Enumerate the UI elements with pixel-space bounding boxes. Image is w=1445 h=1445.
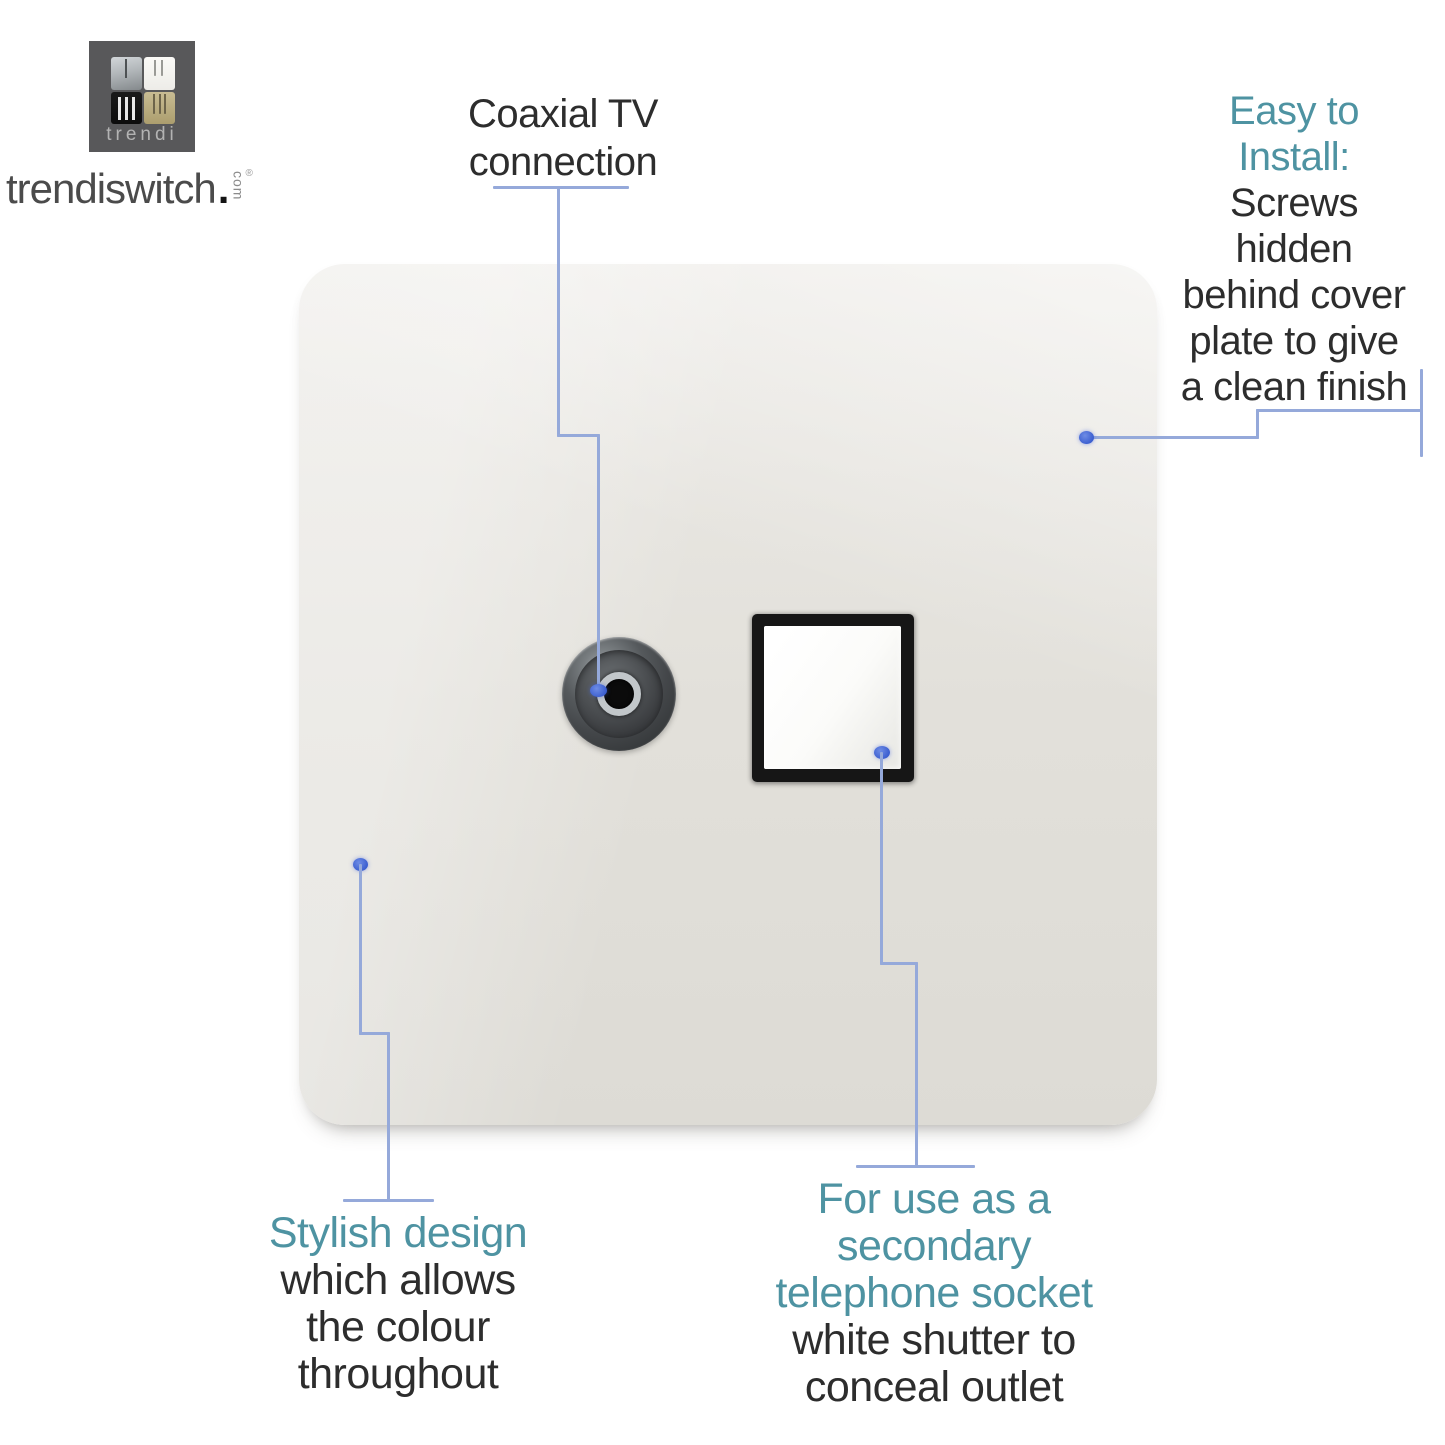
connector-segment bbox=[557, 434, 600, 437]
connector-segment bbox=[1256, 409, 1423, 412]
wordmark-period: . bbox=[217, 165, 230, 212]
logo-switch-gold-icon bbox=[144, 91, 175, 124]
callout-install-body: hidden bbox=[1235, 227, 1353, 271]
wordmark-suffix: com ® bbox=[230, 168, 253, 201]
connector-segment bbox=[359, 1032, 390, 1035]
callout-install-heading: Easy to bbox=[1229, 89, 1359, 133]
connector-segment bbox=[880, 752, 883, 965]
logo-label: trendi bbox=[106, 124, 178, 145]
callout-install: Easy to Install: Screws hidden behind co… bbox=[1158, 88, 1430, 410]
connector-segment bbox=[343, 1199, 434, 1202]
callout-install-body: behind cover bbox=[1182, 273, 1406, 317]
brand-wordmark: trendiswitch. com ® bbox=[6, 166, 253, 212]
connector-segment bbox=[387, 1032, 390, 1202]
wordmark-tld: com bbox=[230, 171, 247, 201]
logo-switch-black-icon bbox=[111, 91, 142, 124]
connector-segment bbox=[915, 962, 918, 1168]
telephone-socket-shutter bbox=[764, 626, 901, 769]
connector-segment bbox=[557, 186, 560, 437]
connector-segment bbox=[359, 864, 362, 1035]
callout-telephone-heading: For use as a bbox=[817, 1175, 1052, 1223]
connector-segment bbox=[1256, 409, 1259, 439]
callout-telephone: For use as a secondary telephone socket … bbox=[773, 1176, 1095, 1411]
callout-telephone-heading: telephone socket bbox=[775, 1269, 1093, 1317]
coaxial-socket bbox=[562, 637, 676, 751]
wordmark-name: trendiswitch bbox=[6, 165, 217, 212]
coaxial-socket-barrel bbox=[597, 672, 641, 716]
callout-install-heading: Install: bbox=[1238, 135, 1350, 179]
callout-telephone-body: conceal outlet bbox=[804, 1363, 1064, 1411]
connector-segment bbox=[597, 434, 600, 692]
brand-logo: trendi bbox=[89, 41, 195, 152]
callout-stylish-body: the colour bbox=[306, 1303, 490, 1351]
connector-endpoint-dot bbox=[1079, 431, 1094, 444]
callout-telephone-body: white shutter to bbox=[792, 1316, 1076, 1364]
connector-endpoint-dot bbox=[590, 684, 607, 697]
connector-segment bbox=[880, 962, 918, 965]
callout-coaxial: Coaxial TV connection bbox=[397, 90, 729, 186]
logo-switch-grid bbox=[111, 57, 175, 124]
callout-install-body: plate to give bbox=[1189, 319, 1399, 363]
connector-segment bbox=[1420, 369, 1423, 457]
callout-install-body: Screws bbox=[1229, 181, 1359, 225]
callout-telephone-heading: secondary bbox=[837, 1222, 1031, 1270]
callout-install-body: a clean finish bbox=[1180, 365, 1408, 409]
telephone-socket bbox=[752, 614, 914, 782]
wall-plate bbox=[299, 264, 1157, 1125]
callout-stylish-body: throughout bbox=[297, 1350, 499, 1398]
callout-stylish: Stylish design which allows the colour t… bbox=[238, 1210, 558, 1398]
callout-stylish-heading: Stylish design bbox=[268, 1209, 528, 1257]
callout-stylish-body: which allows bbox=[280, 1256, 516, 1304]
logo-switch-white-icon bbox=[144, 57, 175, 90]
connector-segment bbox=[493, 186, 629, 189]
callout-coaxial-line: Coaxial TV bbox=[468, 92, 658, 136]
logo-switch-silver-icon bbox=[111, 57, 142, 90]
connector-segment bbox=[1087, 436, 1259, 439]
registered-trademark-icon: ® bbox=[245, 168, 253, 179]
callout-coaxial-line: connection bbox=[468, 140, 658, 184]
connector-segment bbox=[856, 1165, 975, 1168]
